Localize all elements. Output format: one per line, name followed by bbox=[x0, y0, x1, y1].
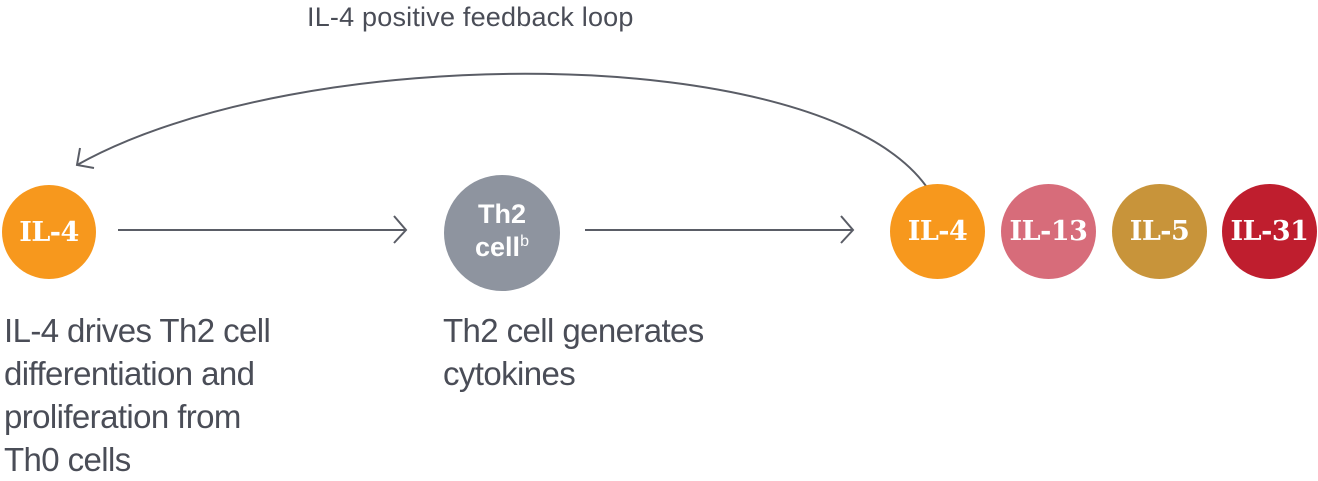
arrowhead-th2-to-cytokines bbox=[840, 215, 855, 244]
description-line: IL-4 drives Th2 cell bbox=[4, 312, 271, 349]
cytokine-il4-node: IL-4 bbox=[890, 184, 985, 279]
feedback-arrowhead bbox=[75, 147, 95, 169]
th2-cell-line2: cell bbox=[475, 232, 521, 262]
cytokine-label: IL-31 bbox=[1230, 216, 1309, 247]
arrowhead-il4-to-th2 bbox=[393, 215, 408, 244]
il4-source-label: IL-4 bbox=[19, 216, 79, 248]
th2-cell-line2-wrap: cellb bbox=[475, 231, 529, 268]
th2-cell-superscript: b bbox=[520, 233, 529, 250]
description-line: Th2 cell generates bbox=[443, 312, 704, 349]
cytokine-il31-node: IL-31 bbox=[1222, 184, 1317, 279]
description-line: cytokines bbox=[443, 355, 576, 392]
feedback-loop-arrow bbox=[76, 72, 927, 187]
description-line: differentiation and bbox=[4, 355, 255, 392]
cytokine-il5-node: IL-5 bbox=[1112, 184, 1207, 279]
feedback-loop-title: IL-4 positive feedback loop bbox=[307, 2, 634, 32]
cytokine-il13-node: IL-13 bbox=[1001, 184, 1096, 279]
th2-cell-line1: Th2 bbox=[477, 199, 526, 229]
cytokine-label: IL-5 bbox=[1129, 216, 1190, 247]
step2-description: Th2 cell generates cytokines bbox=[443, 309, 704, 395]
step1-description: IL-4 drives Th2 cell differentiation and… bbox=[4, 309, 271, 481]
description-line: proliferation from bbox=[4, 398, 241, 435]
cytokine-label: IL-13 bbox=[1009, 216, 1088, 247]
description-line: Th0 cells bbox=[4, 441, 131, 478]
cytokine-label: IL-4 bbox=[907, 216, 968, 247]
th2-cell-node: Th2 cellb bbox=[444, 175, 560, 291]
il4-source-node: IL-4 bbox=[2, 185, 96, 279]
